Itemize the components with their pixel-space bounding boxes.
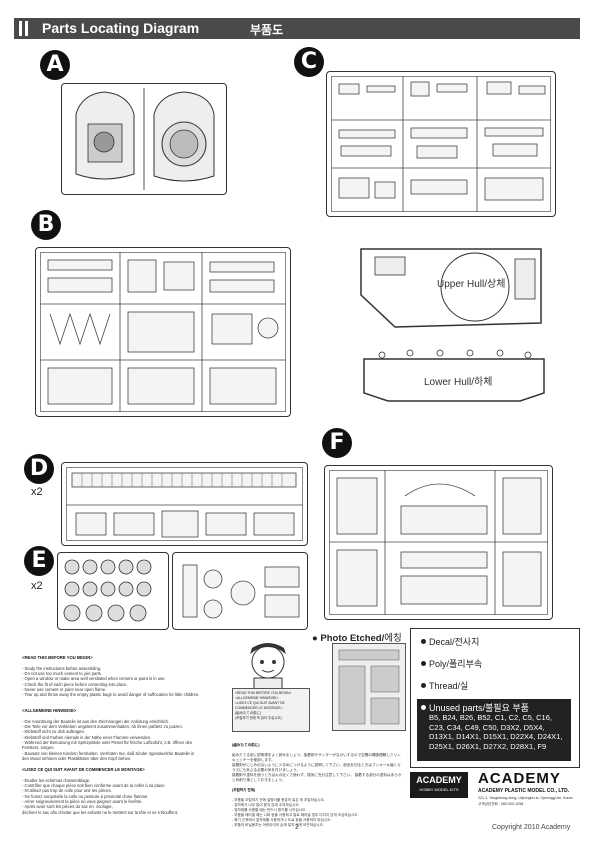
sprue-c-drawing (331, 76, 551, 212)
notes-german-body: - Die Anordnung der Bauteile ist aus den… (22, 718, 195, 761)
sprue-b (35, 247, 291, 417)
notes-jp-heading: (組みたての前に) (232, 743, 260, 747)
sprue-c (326, 71, 556, 217)
lower-hull-label: Lower Hull/하체 (424, 377, 493, 388)
sprue-f-badge: F (322, 428, 352, 458)
page-number: 2 (295, 824, 299, 831)
notes-french-body: - Etudier les schémas d'assemblage. - Co… (22, 777, 179, 815)
notes-english-body: - Study the instructions before assembli… (22, 665, 200, 698)
unused-parts-panel: Unused parts/불필요 부품 B5, B24, B26, B52, C… (417, 699, 571, 761)
legend-poly-label: Poly/폴리부속 (429, 659, 483, 669)
photo-etched-label: Photo Etched/ (320, 633, 385, 644)
sprue-d-lower-drawing (182, 564, 300, 619)
upper-hull-drawing (360, 248, 542, 328)
academy-hobby-text: HOBBY MODEL KITS (419, 787, 459, 792)
lower-hull: Lower Hull/하체 (360, 345, 548, 409)
lower-hull-drawing (363, 349, 545, 402)
legend-decal-label: Decal/전사지 (429, 637, 480, 647)
sprue-a-drawing (75, 88, 215, 190)
mascot-card: <READ THIS BEFORE YOU BEGIN> <ALLGEMEINE… (232, 688, 310, 732)
sprue-b-badge: B (31, 210, 61, 240)
sprue-d-multiplier: x2 (31, 486, 43, 498)
sprue-e-badge: E (24, 546, 54, 576)
academy-wordmark: ACADEMY (478, 770, 561, 787)
legend-box: Decal/전사지 Poly/폴리부속 Thread/실 Unused part… (410, 628, 580, 768)
notes-french-heading: <LISEZ CE QUI SUIT AVANT DE COMMENCER LE… (22, 767, 145, 773)
photo-etched-label-ko: 에칭 (384, 633, 402, 644)
notes-ko-body: - 부품을 조립하기 전에 설명서를 충분히 읽은 후 조립하십시오. - 접착… (232, 798, 359, 827)
page-header: Parts Locating Diagram 부품도 (14, 18, 580, 39)
mascot-card-line: <READ THIS BEFORE YOU BEGIN> (235, 691, 292, 695)
photo-etched-title: ● Photo Etched/에칭 (312, 630, 402, 644)
sprue-a-badge: A (40, 50, 70, 80)
bullet-icon (421, 639, 426, 644)
unused-parts-title: Unused parts/불필요 부품 (421, 701, 529, 714)
academy-address: 221-1, Yongheung-dong, Uijeongbu-si, Gye… (478, 796, 573, 800)
mascot-card-line: <LISEZ CE QUI SUIT AVANT DE COMMENCER LE… (235, 701, 285, 710)
sprue-b-drawing (40, 252, 286, 412)
notes-jp-ko: (組みたての前に) 組みたてる前に説明書をよく読みましょう。接着剤やサンダーがな… (232, 738, 404, 827)
academy-phone: 고객상담전화 : 080-900-1058 (478, 802, 524, 806)
legend-poly: Poly/폴리부속 (421, 657, 482, 670)
notes-english-heading: <READ THIS BEFORE YOU BEGIN> (22, 655, 93, 661)
academy-badge-text: ACADEMY (416, 775, 462, 785)
notes-english: <READ THIS BEFORE YOU BEGIN> - Study the… (22, 650, 232, 714)
notes-german: <ALLGEMEINE HINWEISE> - Die Anordnung de… (22, 703, 232, 763)
academy-badge-logo: ACADEMY HOBBY MODEL KITS (410, 772, 468, 798)
sprue-f (324, 465, 553, 620)
photo-etched-drawing (338, 649, 400, 725)
sprue-d-drawing (66, 472, 303, 538)
bullet-icon (421, 705, 426, 710)
notes-ko-heading: (조립하기 전에) (232, 788, 256, 792)
notes-german-heading: <ALLGEMEINE HINWEISE> (22, 708, 77, 714)
sprue-d-badge: D (24, 454, 54, 484)
unused-parts-title-text: Unused parts/불필요 부품 (429, 703, 529, 713)
sprue-e-multiplier: x2 (31, 580, 43, 592)
sprue-a (61, 83, 227, 195)
photo-etched-bullet-icon: ● (312, 633, 318, 644)
mascot-card-line: (組みたての前に) (235, 711, 261, 715)
legend-thread-label: Thread/실 (429, 681, 469, 691)
legend-decal: Decal/전사지 (421, 635, 479, 648)
legend-thread: Thread/실 (421, 679, 468, 692)
sprue-e (57, 552, 169, 630)
upper-hull-label: Upper Hull/상체 (437, 279, 506, 290)
header-bars-icon (19, 21, 28, 36)
bullet-icon (421, 661, 426, 666)
unused-parts-list: B5, B24, B26, B52, C1, C2, C5, C16, C23,… (429, 713, 563, 751)
bullet-icon (421, 683, 426, 688)
academy-company-name: ACADEMY PLASTIC MODEL CO., LTD. (478, 788, 570, 794)
sprue-e-drawing (63, 559, 152, 622)
mascot-card-line: <ALLGEMEINE HINWEISE> (235, 696, 279, 700)
photo-etched-fret (332, 643, 406, 731)
sprue-c-badge: C (294, 47, 324, 77)
upper-hull: Upper Hull/상체 (355, 235, 549, 335)
notes-french: <LISEZ CE QUI SUIT AVANT DE COMMENCER LE… (22, 762, 232, 822)
mascot-card-line: (조립하기 전에 꼭 읽어 주십시오) (235, 716, 282, 720)
sprue-d (61, 462, 308, 546)
page-title: Parts Locating Diagram (42, 20, 200, 36)
copyright: Copyright 2010 Academy (492, 824, 571, 831)
notes-jp-body: 組みたてる前に説明書をよく読みましょう。接着剤やサンダーがなげいするので空間の構… (232, 753, 402, 782)
page-title-ko: 부품도 (250, 23, 284, 37)
sprue-d-lower (172, 552, 308, 630)
sprue-f-drawing (329, 470, 548, 615)
